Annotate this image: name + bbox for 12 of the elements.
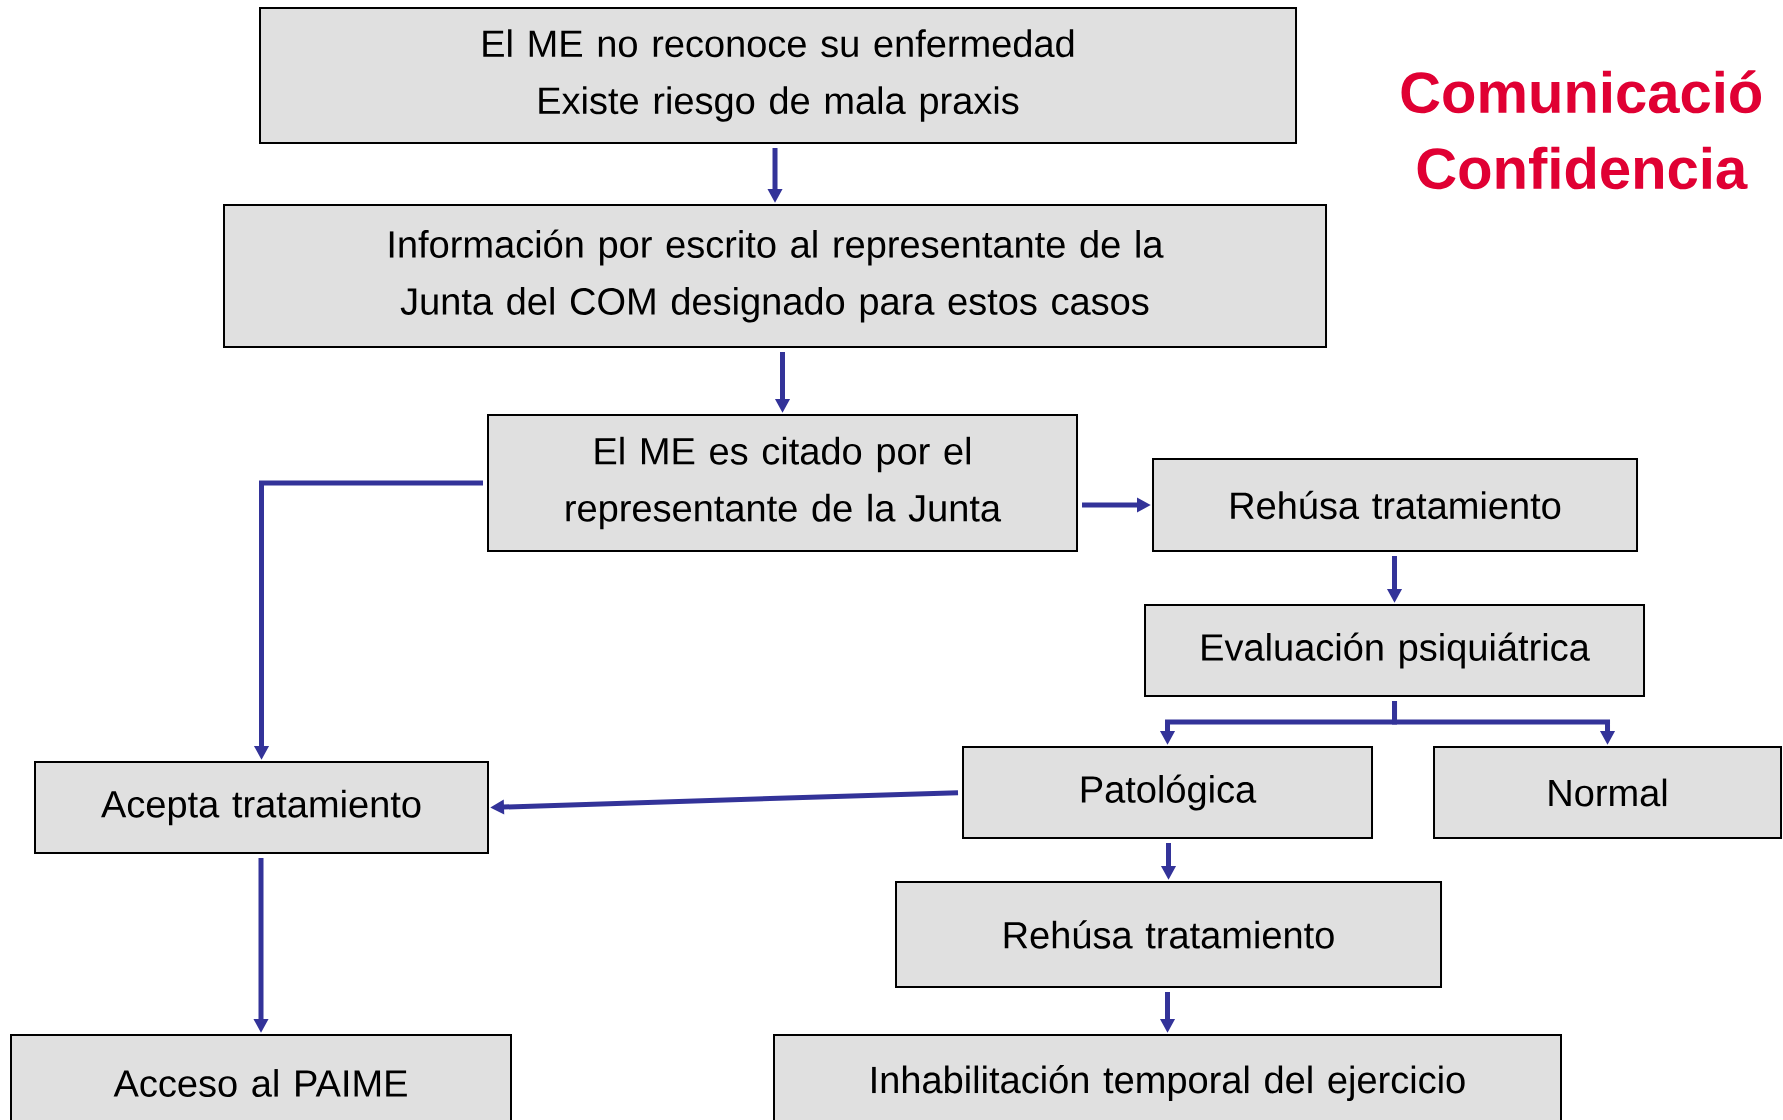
process-box: El ME no reconoce su enfermedad Existe riesgo de mala praxis [259, 7, 1297, 144]
title: Comunicació Confidencia [1401, 70, 1762, 190]
process-box: Rehúsa tratamiento [1152, 458, 1638, 552]
process-box: Normal [1433, 746, 1782, 839]
process-box: Rehúsa tratamiento [895, 881, 1442, 988]
process-box: Patológica [962, 746, 1373, 839]
process-box: Acepta tratamiento [34, 761, 489, 854]
process-box: El ME es citado por el representante de la Junta [487, 414, 1078, 552]
process-box: Acceso al PAIME [10, 1034, 512, 1120]
process-box: Inhabilitación temporal del ejercicio [773, 1034, 1562, 1120]
process-box: Información por escrito al representante de la Junta del COM designado para estos casos [223, 204, 1327, 348]
process-box: Evaluación psiquiátrica [1144, 604, 1645, 697]
